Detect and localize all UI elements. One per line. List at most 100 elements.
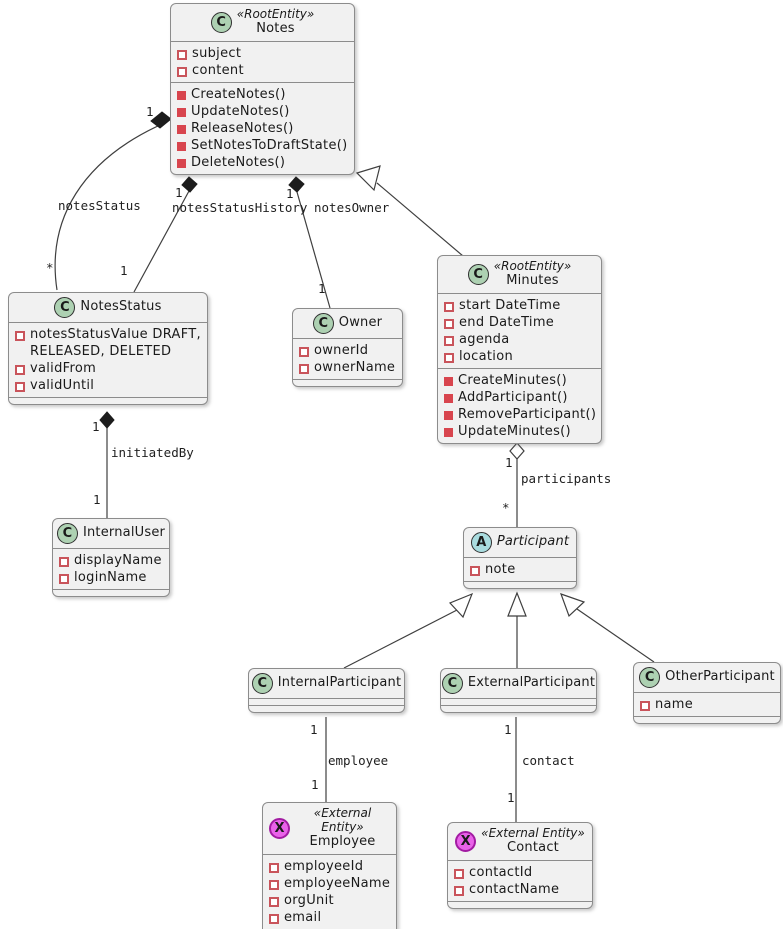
method-row: UpdateMinutes() <box>444 423 595 440</box>
generalization-arrow <box>448 592 474 619</box>
class-name: NotesStatus <box>80 299 162 315</box>
class-header: C «RootEntity» Minutes <box>438 256 601 293</box>
class-name: Contact <box>507 839 559 855</box>
multiplicity: 1 <box>120 263 128 278</box>
class-internalparticipant[interactable]: C InternalParticipant <box>248 668 405 713</box>
member-label: loginName <box>74 570 147 585</box>
method-row: RemoveParticipant() <box>444 406 596 423</box>
class-name: OtherParticipant <box>665 669 775 685</box>
method-icon <box>444 427 453 437</box>
class-name: InternalUser <box>82 525 166 541</box>
external-entity-icon: X <box>455 830 477 852</box>
field-icon <box>640 701 650 711</box>
attributes-compartment: note <box>464 557 576 581</box>
attribute-row: ownerName <box>299 359 396 376</box>
member-label: UpdateMinutes() <box>458 423 571 439</box>
member-label: validUntil <box>30 378 95 393</box>
operations-compartment <box>293 379 402 386</box>
method-row: CreateMinutes() <box>444 372 595 389</box>
generalization-line-otherparticipant <box>576 608 655 663</box>
external-entity-icon: X <box>269 817 290 839</box>
multiplicity: 1 <box>146 104 154 119</box>
method-row: AddParticipant() <box>444 389 595 406</box>
operations-compartment <box>634 716 780 723</box>
member-label: note <box>485 562 516 577</box>
multiplicity: 1 <box>286 186 294 201</box>
class-name: Owner <box>338 315 383 331</box>
member-label: CreateNotes() <box>191 86 286 102</box>
member-label: start DateTime <box>459 297 561 313</box>
member-label: AddParticipant() <box>458 389 568 405</box>
class-name: Minutes <box>506 272 559 288</box>
class-participant[interactable]: A Participant note <box>463 527 577 589</box>
multiplicity: 1 <box>311 777 319 792</box>
method-icon <box>444 376 453 386</box>
member-label: CreateMinutes() <box>458 372 568 388</box>
member-label: contactName <box>469 881 560 897</box>
multiplicity: 1 <box>504 722 512 737</box>
field-icon <box>299 364 309 374</box>
field-icon <box>269 913 279 924</box>
operations-compartment: CreateMinutes()AddParticipant()RemovePar… <box>438 367 601 443</box>
edge-label-initiatedby: initiatedBy <box>111 445 194 460</box>
field-icon <box>444 301 454 312</box>
multiplicity: 1 <box>93 492 101 507</box>
composition-diamond <box>99 411 115 429</box>
method-icon <box>444 410 453 420</box>
attribute-row: name <box>640 696 774 713</box>
attribute-row: orgUnit <box>269 892 390 909</box>
edge-label-employee: employee <box>328 753 389 768</box>
method-icon <box>177 158 186 168</box>
edge-label-contact: contact <box>522 753 575 768</box>
class-icon: C <box>54 297 76 318</box>
attribute-row: location <box>444 348 595 365</box>
multiplicity: 1 <box>92 419 100 434</box>
method-row: ReleaseNotes() <box>177 120 348 137</box>
attribute-row: end DateTime <box>444 314 595 331</box>
class-name: InternalParticipant <box>277 675 402 691</box>
stereotype-label: «RootEntity» <box>236 7 315 21</box>
attributes-compartment: notesStatusValue DRAFT, RELEASED, DELETE… <box>9 322 207 397</box>
attributes-compartment: name <box>634 692 780 716</box>
member-label: employeeId <box>284 858 364 874</box>
class-icon: C <box>210 11 232 33</box>
member-label: agenda <box>459 331 510 347</box>
member-label: subject <box>192 45 242 61</box>
field-icon <box>299 347 309 357</box>
operations-compartment <box>9 397 207 404</box>
field-icon <box>177 66 187 77</box>
generalization-line-minutes <box>376 182 464 257</box>
field-icon <box>15 382 25 392</box>
stereotype-label: «RootEntity» <box>493 259 572 273</box>
class-header: C InternalParticipant <box>249 669 404 698</box>
attribute-row: agenda <box>444 331 595 348</box>
class-name: Employee <box>309 833 376 849</box>
member-label: ownerName <box>314 360 396 375</box>
member-label: contactId <box>469 864 533 880</box>
field-icon <box>454 885 464 896</box>
member-label: DeleteNotes() <box>191 154 286 170</box>
edge-label-notesowner: notesOwner <box>314 200 390 215</box>
member-label: displayName <box>74 553 162 568</box>
class-header: C InternalUser <box>53 519 169 548</box>
class-header: X «External Entity» Employee <box>263 803 396 854</box>
member-label: employeeName <box>284 875 391 891</box>
attributes-compartment: displayName loginName <box>53 548 169 589</box>
generalization-arrow <box>355 165 381 192</box>
field-icon <box>59 557 69 567</box>
class-internaluser[interactable]: C InternalUser displayName loginName <box>52 518 170 597</box>
member-label: orgUnit <box>284 892 334 908</box>
class-externalparticipant[interactable]: C ExternalParticipant <box>440 668 597 713</box>
composition-diamond <box>181 176 198 193</box>
member-label: email <box>284 909 322 925</box>
class-otherparticipant[interactable]: C OtherParticipant name <box>633 662 781 724</box>
class-header: C OtherParticipant <box>634 663 780 692</box>
class-notesstatus[interactable]: C NotesStatus notesStatusValue DRAFT, RE… <box>8 292 208 405</box>
multiplicity: * <box>46 260 54 275</box>
